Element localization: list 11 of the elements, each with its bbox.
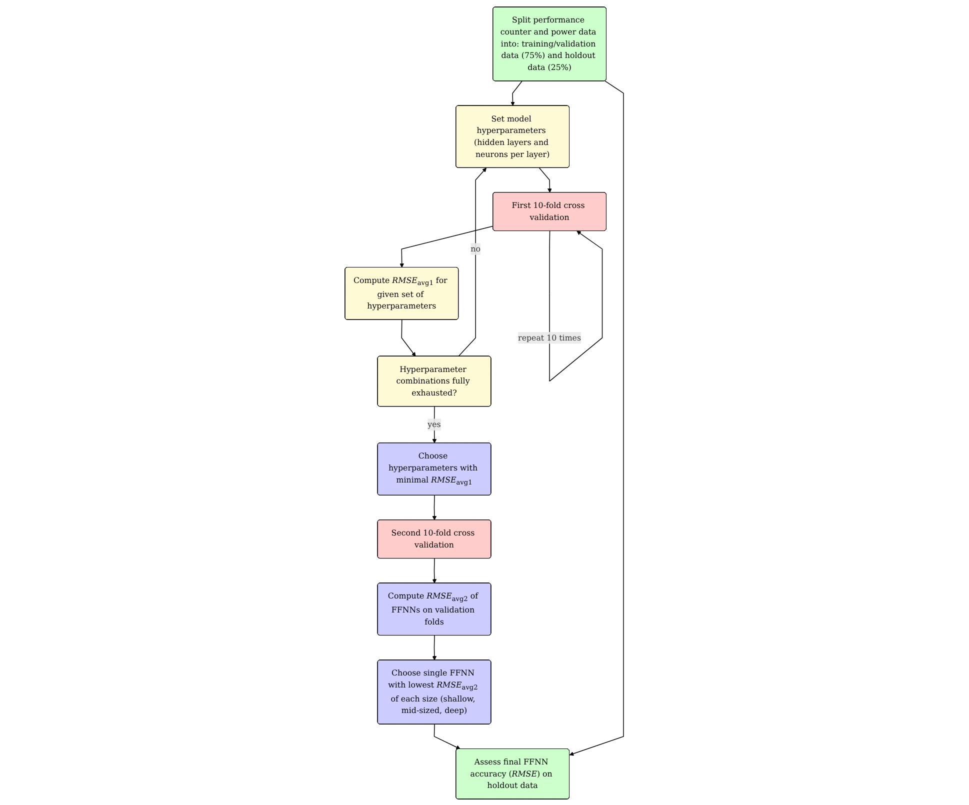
arrow <box>402 318 416 356</box>
arrow <box>432 634 437 660</box>
arrow <box>510 80 523 106</box>
arrow <box>432 558 437 583</box>
arrow <box>400 225 494 268</box>
arrow <box>458 167 487 356</box>
arrow <box>432 406 437 443</box>
arrow <box>539 167 552 192</box>
arrow <box>570 80 624 756</box>
arrow <box>432 494 437 520</box>
arrow <box>434 723 461 749</box>
